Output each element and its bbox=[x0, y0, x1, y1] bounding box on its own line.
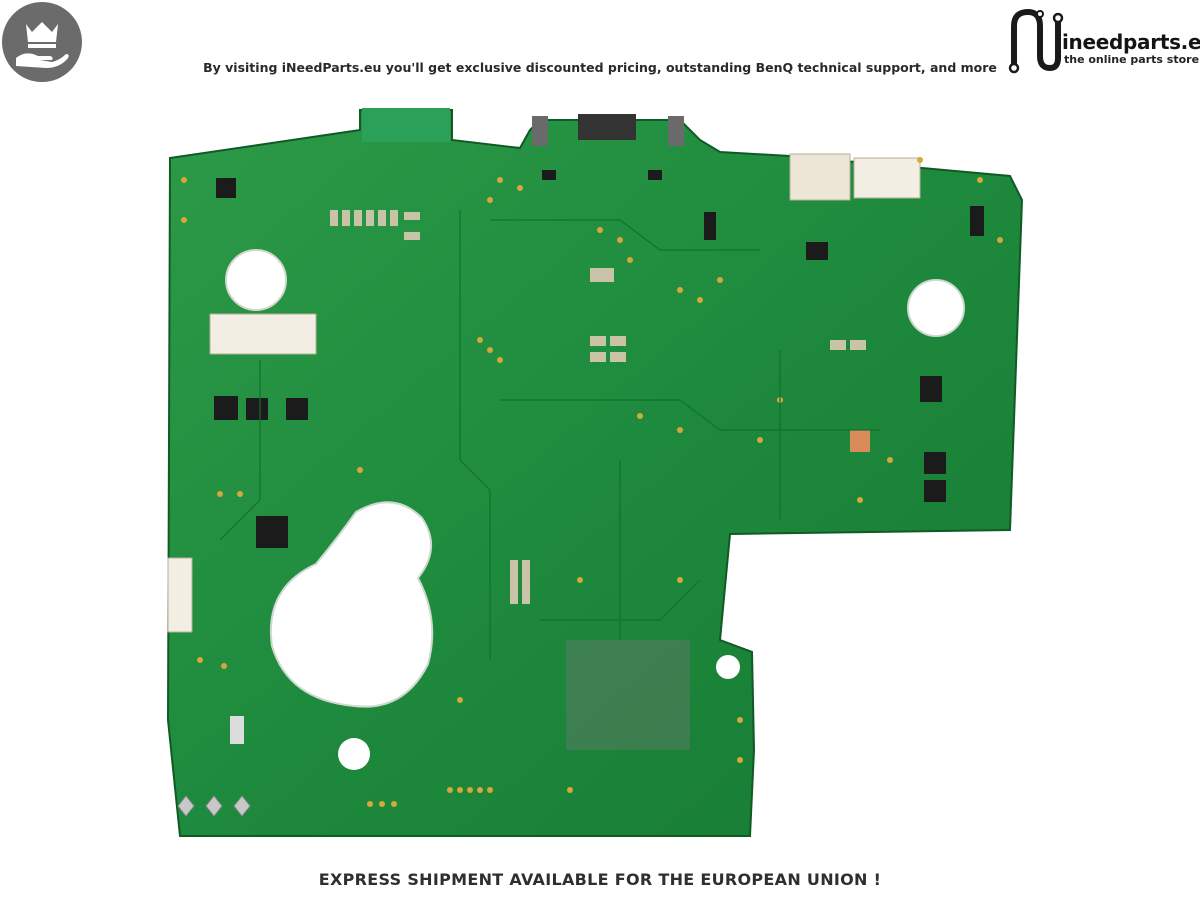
ineedparts-logo[interactable]: ineedparts.eu the online parts store bbox=[1000, 2, 1200, 78]
circuit-n-icon bbox=[1008, 8, 1064, 74]
logo-subtitle: the online parts store bbox=[1064, 53, 1200, 66]
shipping-notice: EXPRESS SHIPMENT AVAILABLE FOR THE EUROP… bbox=[318, 870, 882, 889]
promo-tagline: By visiting iNeedParts.eu you'll get exc… bbox=[203, 60, 997, 75]
logo-name: ineedparts.eu bbox=[1062, 30, 1200, 54]
pcb-board-icon bbox=[166, 108, 1024, 837]
crown-hand-icon bbox=[2, 2, 82, 82]
pcb-board-photo bbox=[160, 100, 1040, 840]
